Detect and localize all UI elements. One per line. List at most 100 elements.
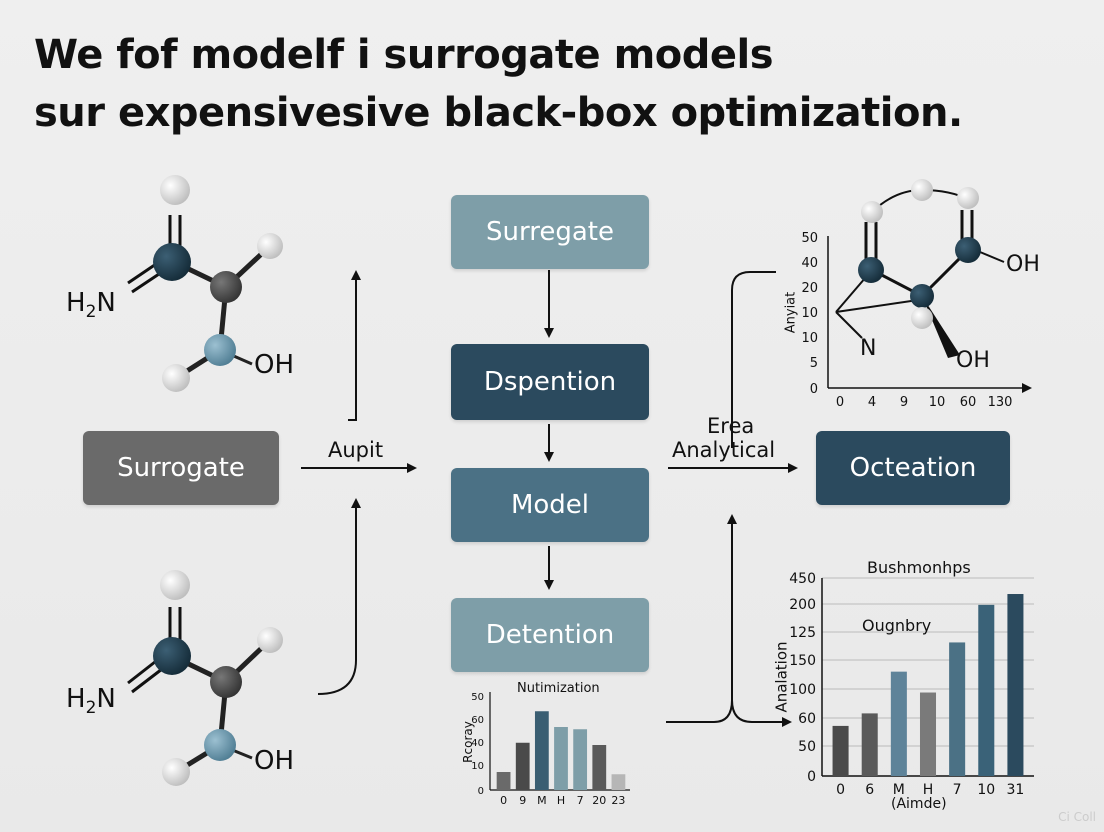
- box-dspention[interactable]: Dspention: [451, 344, 649, 420]
- bc-bar: [592, 745, 607, 790]
- br-y-tick: 100: [789, 682, 816, 698]
- label-oh-right-top: OH: [1006, 252, 1040, 277]
- br-bar: [978, 604, 995, 776]
- br-y-tick: 60: [798, 711, 816, 727]
- chart-br-xlabel: (Aimde): [891, 796, 947, 812]
- tr-x-tick: 0: [836, 395, 844, 410]
- br-bar: [890, 671, 907, 776]
- arrow-up-right: [731, 271, 776, 448]
- bc-y-tick: 40: [471, 738, 484, 749]
- bc-bar: [515, 742, 530, 790]
- label-analytical: Analytical: [672, 438, 776, 462]
- tr-y-tick: 10: [801, 331, 818, 346]
- tr-x-tick: 60: [960, 395, 977, 410]
- box-detention[interactable]: Detention: [451, 598, 649, 672]
- bc-bar: [496, 772, 511, 790]
- bc-y-tick: 10: [471, 761, 484, 772]
- br-y-tick: 125: [789, 625, 816, 641]
- tr-y-tick: 5: [810, 356, 818, 371]
- br-y-tick: 450: [789, 571, 816, 587]
- br-bar: [861, 713, 878, 776]
- molecule-bottom: [127, 570, 283, 786]
- bc-y-tick: 50: [471, 692, 484, 703]
- tr-x-tick: 130: [988, 395, 1013, 410]
- br-x-tick: 0: [836, 782, 845, 798]
- label-n-right: N: [860, 336, 877, 361]
- br-x-tick: M: [893, 782, 905, 798]
- br-y-tick: 0: [807, 769, 816, 785]
- br-y-tick-labels: 450 200 125 150 100 60 50 0: [789, 571, 816, 785]
- br-x-tick: 7: [953, 782, 962, 798]
- label-oh-bottom: OH: [254, 746, 295, 776]
- br-x-tick-labels: 0 6 M H 7 10 31: [836, 782, 1024, 798]
- bc-x-tick: H: [557, 794, 565, 807]
- bc-bar: [554, 727, 568, 790]
- br-x-tick: H: [923, 782, 934, 798]
- arrow-to-right-chart: [731, 699, 792, 727]
- bc-y-tick: 0: [478, 786, 484, 797]
- br-x-tick: 31: [1007, 782, 1025, 798]
- tr-x-tick: 10: [929, 395, 946, 410]
- box-surregate[interactable]: Surregate: [451, 195, 649, 269]
- br-bar: [949, 642, 966, 776]
- br-y-tick: 200: [789, 597, 816, 613]
- br-y-tick: 50: [798, 739, 816, 755]
- label-aupit: Aupit: [328, 438, 384, 462]
- chart-br-title: Bushmonhps: [867, 558, 971, 577]
- tr-x-tick: 9: [900, 395, 908, 410]
- tr-y-tick: 50: [801, 231, 818, 246]
- box-surrogate-left[interactable]: Surrogate: [83, 431, 279, 505]
- bc-x-tick: 23: [611, 794, 625, 807]
- tr-y-tick: 0: [810, 382, 818, 397]
- chart-br-annotation: Ougnbry: [862, 616, 932, 635]
- bc-x-tick: 9: [519, 794, 526, 807]
- arrow-up-left: [348, 270, 361, 421]
- bc-bar: [611, 774, 626, 790]
- watermark: Ci Coll: [1058, 810, 1096, 824]
- title-line-2: sur expensivesive black-box optimization…: [34, 90, 963, 136]
- tr-y-tick: 10: [801, 306, 818, 321]
- chart-br-ylabel: Analation: [772, 641, 791, 713]
- bc-x-tick: 20: [592, 794, 606, 807]
- label-h2n-top: H2N: [66, 288, 116, 323]
- bc-bar: [534, 711, 549, 790]
- br-x-tick: 6: [865, 782, 874, 798]
- label-h2n-bottom: H2N: [66, 684, 116, 719]
- arrow-branch-right: [666, 514, 737, 723]
- chart-bottom-right: 450 200 125 150 100 60 50 0 0 6 M H 7 10 31: [789, 571, 1034, 798]
- title-line-1: We fof modelf i surrogate models: [34, 32, 774, 78]
- page-title: We fof modelf i surrogate models sur exp…: [34, 26, 1074, 142]
- label-oh-top: OH: [254, 350, 295, 380]
- box-model[interactable]: Model: [451, 468, 649, 542]
- chart-bc-ylabel: Rcoray: [460, 721, 475, 763]
- br-bar: [1007, 594, 1024, 776]
- br-bars: [832, 594, 1024, 776]
- chart-tr-ylabel: Anyiat: [783, 291, 799, 334]
- tr-y-tick: 20: [801, 281, 818, 296]
- br-bar: [919, 692, 937, 776]
- bc-x-tick: 7: [577, 794, 584, 807]
- arrow-up-left-lower: [317, 498, 361, 695]
- tr-x-tick-labels: 0 4 9 10 60 130: [836, 395, 1013, 410]
- tr-x-tick: 4: [868, 395, 876, 410]
- br-y-tick: 150: [789, 653, 816, 669]
- tr-y-tick: 40: [801, 256, 818, 271]
- bc-x-tick: M: [537, 794, 547, 807]
- bc-bar: [573, 729, 588, 790]
- label-oh-right-bottom: OH: [956, 348, 990, 373]
- label-erea: Erea: [707, 414, 755, 438]
- box-octeation[interactable]: Octeation: [816, 431, 1010, 505]
- bc-bars: [496, 711, 626, 790]
- chart-bc-title: Nutimization: [517, 681, 600, 696]
- br-x-tick: 10: [977, 782, 995, 798]
- molecule-top: [127, 175, 283, 392]
- bc-x-tick: 0: [500, 794, 507, 807]
- br-bar: [832, 725, 849, 776]
